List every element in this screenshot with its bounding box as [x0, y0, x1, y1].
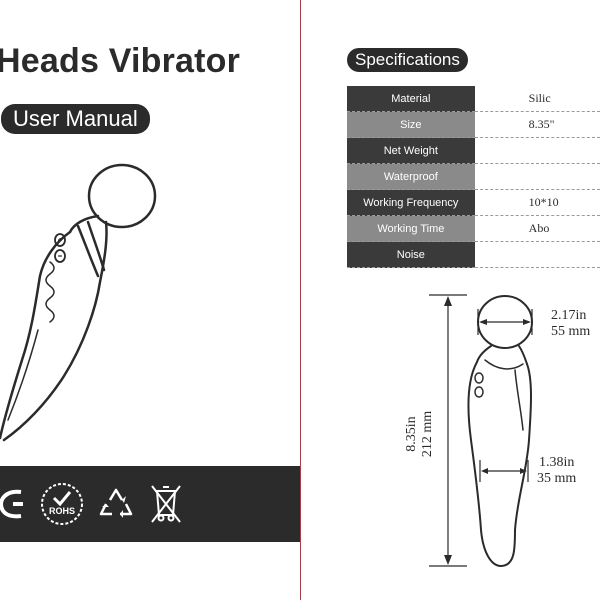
diagram-buttons-icon [474, 372, 484, 398]
head-mm: 55 mm [551, 324, 591, 339]
specifications-table: Material Silic Size 8.35" Net Weight Wat… [347, 86, 600, 268]
rohs-label: ROHS [49, 506, 75, 516]
spec-label: Size [347, 111, 475, 138]
specifications-heading: Specifications [347, 48, 468, 72]
inner-curve [7, 329, 39, 421]
length-mm: 212 mm [420, 410, 435, 458]
neck [68, 214, 100, 234]
user-manual-badge: User Manual [1, 104, 150, 134]
dimension-diagram [429, 294, 533, 567]
spec-row-working-time: Working Time Abo [347, 215, 600, 242]
diagram-neck [476, 345, 492, 363]
specifications-page: Specifications Material Silic Size 8.35"… [301, 0, 600, 600]
spec-value [474, 163, 600, 190]
shaft-dimension-label: 1.38in 35 mm [537, 455, 576, 487]
collar [76, 224, 100, 278]
handle-back [2, 220, 108, 442]
length-dimension-label: 8.35in 212 mm [404, 399, 436, 469]
product-illustration [0, 163, 157, 442]
spec-label: Waterproof [347, 163, 475, 190]
spec-label: Working Frequency [347, 189, 475, 216]
spec-row-working-frequency: Working Frequency 10*10 [347, 189, 600, 216]
spec-label: Noise [347, 241, 475, 268]
head-inches: 2.17in [551, 308, 587, 323]
product-title: Heads Vibrator [0, 42, 241, 80]
massage-head [87, 163, 157, 229]
rohs-icon: ROHS [38, 466, 86, 542]
spec-value: Silic [474, 86, 600, 112]
spec-label: Net Weight [347, 137, 475, 164]
page-fold-line [300, 0, 301, 600]
cover-page: Heads Vibrator User Manual [0, 42, 300, 542]
spec-value: Abo [474, 215, 600, 242]
collar-inner [86, 220, 106, 272]
spec-label: Working Time [347, 215, 475, 242]
spec-row-net-weight: Net Weight [347, 137, 600, 164]
spec-label: Material [347, 86, 475, 112]
handle-body [0, 230, 72, 440]
spec-value: 8.35" [474, 111, 600, 138]
spec-value [474, 241, 600, 268]
length-inches: 8.35in [404, 416, 419, 452]
spec-value [474, 137, 600, 164]
weee-icon [146, 466, 186, 542]
spec-row-waterproof: Waterproof [347, 163, 600, 190]
diagram-handle [467, 361, 532, 567]
ce-mark-icon [0, 466, 26, 542]
shaft-mm: 35 mm [537, 471, 577, 486]
spec-value: 10*10 [474, 189, 600, 216]
spec-row-material: Material Silic [347, 86, 600, 112]
head-dimension-label: 2.17in 55 mm [551, 308, 590, 340]
certification-band: ROHS [0, 466, 300, 542]
shaft-inches: 1.38in [538, 455, 575, 470]
recycle-icon [94, 466, 138, 542]
spec-row-noise: Noise [347, 241, 600, 268]
spec-row-size: Size 8.35" [347, 111, 600, 138]
control-buttons-icon [54, 233, 66, 263]
grip-ridges [45, 261, 55, 323]
